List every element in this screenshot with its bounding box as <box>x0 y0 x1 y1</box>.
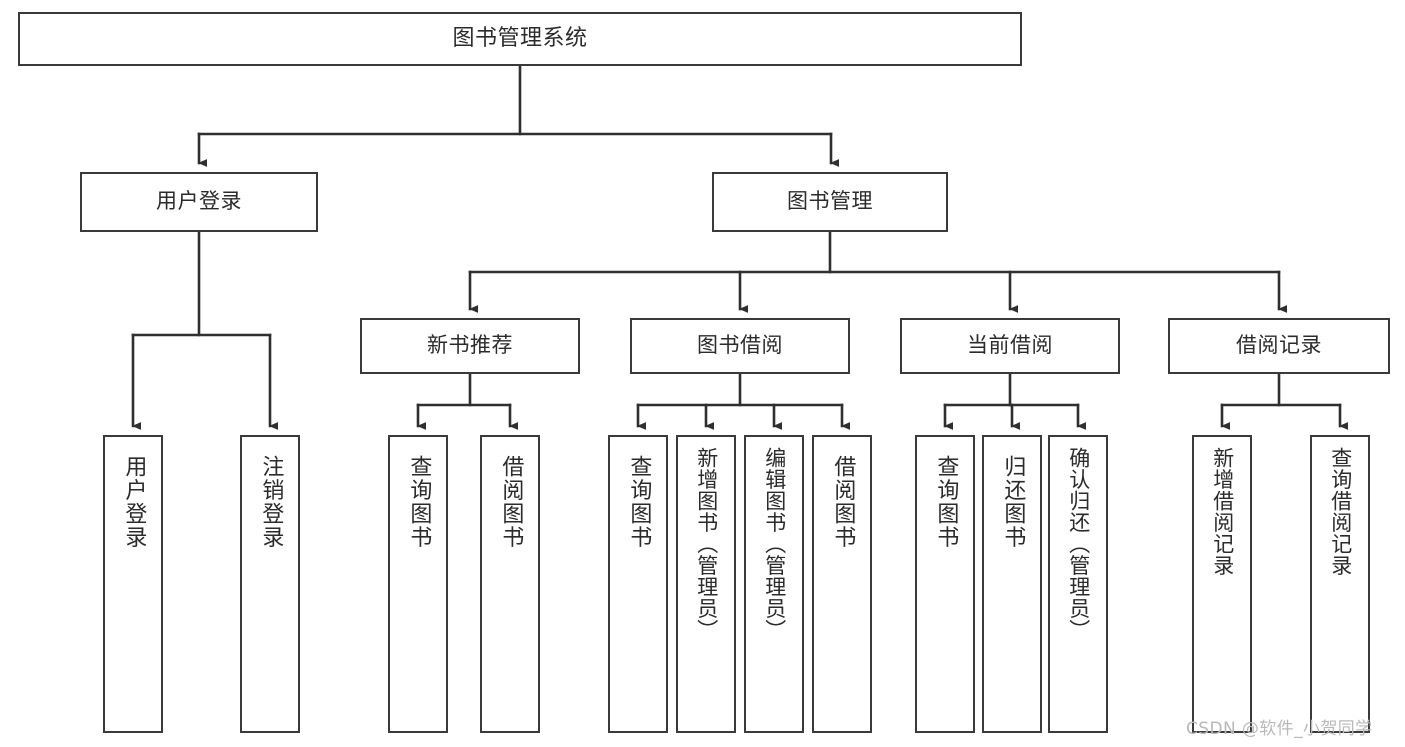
leaf-borrow-book[interactable]: 借阅图书 <box>812 435 872 733</box>
node-book-borrow-label: 图书借阅 <box>697 333 783 358</box>
node-root-label: 图书管理系统 <box>452 25 588 51</box>
node-borrow-record-label: 借阅记录 <box>1236 333 1322 358</box>
leaf-query-book-rec-label: 查询图书 <box>406 455 432 549</box>
leaf-confirm-return-admin-label: 确认归还（管理员） <box>1066 447 1091 641</box>
node-new-book-recommend[interactable]: 新书推荐 <box>360 318 580 374</box>
leaf-add-book-admin-label: 新增图书（管理员） <box>694 447 719 641</box>
leaf-edit-book-admin[interactable]: 编辑图书（管理员） <box>744 435 804 733</box>
leaf-query-book-current[interactable]: 查询图书 <box>915 435 975 733</box>
leaf-query-book-borrow[interactable]: 查询图书 <box>608 435 668 733</box>
leaf-edit-book-admin-label: 编辑图书（管理员） <box>762 447 787 641</box>
leaf-logout[interactable]: 注销登录 <box>240 435 300 733</box>
node-user-login[interactable]: 用户登录 <box>80 172 318 232</box>
watermark: CSDN @软件_小贺同学 <box>1186 719 1373 739</box>
leaf-query-book-current-label: 查询图书 <box>933 455 959 549</box>
leaf-borrow-book-rec[interactable]: 借阅图书 <box>480 435 540 733</box>
leaf-borrow-book-label: 借阅图书 <box>830 455 856 549</box>
leaf-query-book-borrow-label: 查询图书 <box>626 455 652 549</box>
leaf-add-book-admin[interactable]: 新增图书（管理员） <box>676 435 736 733</box>
leaf-query-borrow-record[interactable]: 查询借阅记录 <box>1310 435 1370 733</box>
leaf-logout-label: 注销登录 <box>258 455 284 549</box>
node-new-book-recommend-label: 新书推荐 <box>427 333 513 358</box>
node-book-management-label: 图书管理 <box>787 189 873 214</box>
node-current-borrow[interactable]: 当前借阅 <box>900 318 1120 374</box>
node-root[interactable]: 图书管理系统 <box>18 12 1022 66</box>
leaf-user-login[interactable]: 用户登录 <box>103 435 163 733</box>
node-borrow-record[interactable]: 借阅记录 <box>1168 318 1390 374</box>
leaf-borrow-book-rec-label: 借阅图书 <box>498 455 524 549</box>
leaf-query-borrow-record-label: 查询借阅记录 <box>1328 447 1353 576</box>
node-book-borrow[interactable]: 图书借阅 <box>630 318 850 374</box>
node-book-management[interactable]: 图书管理 <box>712 172 948 232</box>
leaf-confirm-return-admin[interactable]: 确认归还（管理员） <box>1048 435 1108 733</box>
leaf-add-borrow-record-label: 新增借阅记录 <box>1210 447 1235 576</box>
leaf-user-login-label: 用户登录 <box>121 455 147 549</box>
leaf-query-book-rec[interactable]: 查询图书 <box>388 435 448 733</box>
leaf-add-borrow-record[interactable]: 新增借阅记录 <box>1192 435 1252 733</box>
leaf-return-book[interactable]: 归还图书 <box>982 435 1042 733</box>
node-user-login-label: 用户登录 <box>156 189 242 214</box>
node-current-borrow-label: 当前借阅 <box>967 333 1053 358</box>
leaf-return-book-label: 归还图书 <box>1000 455 1026 549</box>
